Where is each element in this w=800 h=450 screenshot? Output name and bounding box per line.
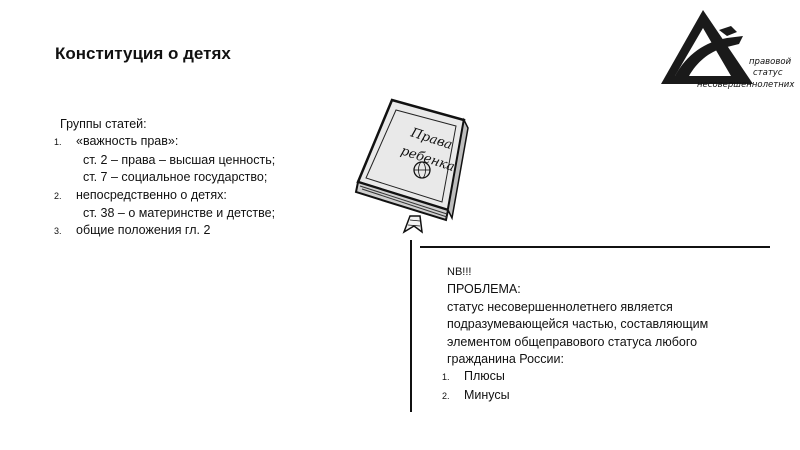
slide-title: Конституция о детях	[55, 44, 231, 63]
list-item: 3.общие положения гл. 2	[54, 223, 211, 238]
list-subitem: ст. 38 – о материнстве и детстве;	[83, 206, 276, 221]
list-item: 1.Плюсы	[442, 369, 505, 384]
horizontal-divider	[420, 246, 770, 248]
logo-line-2: статус	[753, 68, 783, 78]
problem-heading: ПРОБЛЕМА:	[447, 282, 521, 297]
nb-label: NB!!!	[447, 266, 472, 278]
problem-text-line: элементом общеправового статуса любого	[447, 334, 698, 349]
problem-text-line: подразумевающейся частью, составляющим	[447, 317, 709, 332]
problem-text-line: гражданина России:	[447, 352, 564, 367]
list-item: 2.непосредственно о детях:	[54, 187, 227, 202]
list-subitem: ст. 7 – социальное государство;	[83, 170, 268, 185]
list-item: 1.«важность прав»:	[54, 134, 179, 149]
groups-heading: Группы статей:	[60, 117, 147, 131]
logo-line-3: несовершеннолетних	[697, 80, 795, 90]
list-item: 2.Минусы	[442, 387, 510, 402]
logo: правовой статус несовершеннолетних	[653, 2, 795, 106]
book-illustration: Права ребенка	[352, 98, 472, 234]
problem-block: NB!!! ПРОБЛЕМА: статус несовершеннолетне…	[442, 264, 777, 405]
list-subitem: ст. 2 – права – высшая ценность;	[83, 152, 276, 167]
triangle-hand-icon	[661, 10, 753, 84]
article-groups: Группы статей: 1.«важность прав»: ст. 2 …	[54, 116, 276, 241]
problem-text-line: статус несовершеннолетнего является	[447, 299, 673, 314]
logo-line-1: правовой	[749, 57, 792, 67]
vertical-divider	[410, 240, 412, 412]
book-icon: Права ребенка	[354, 98, 469, 234]
